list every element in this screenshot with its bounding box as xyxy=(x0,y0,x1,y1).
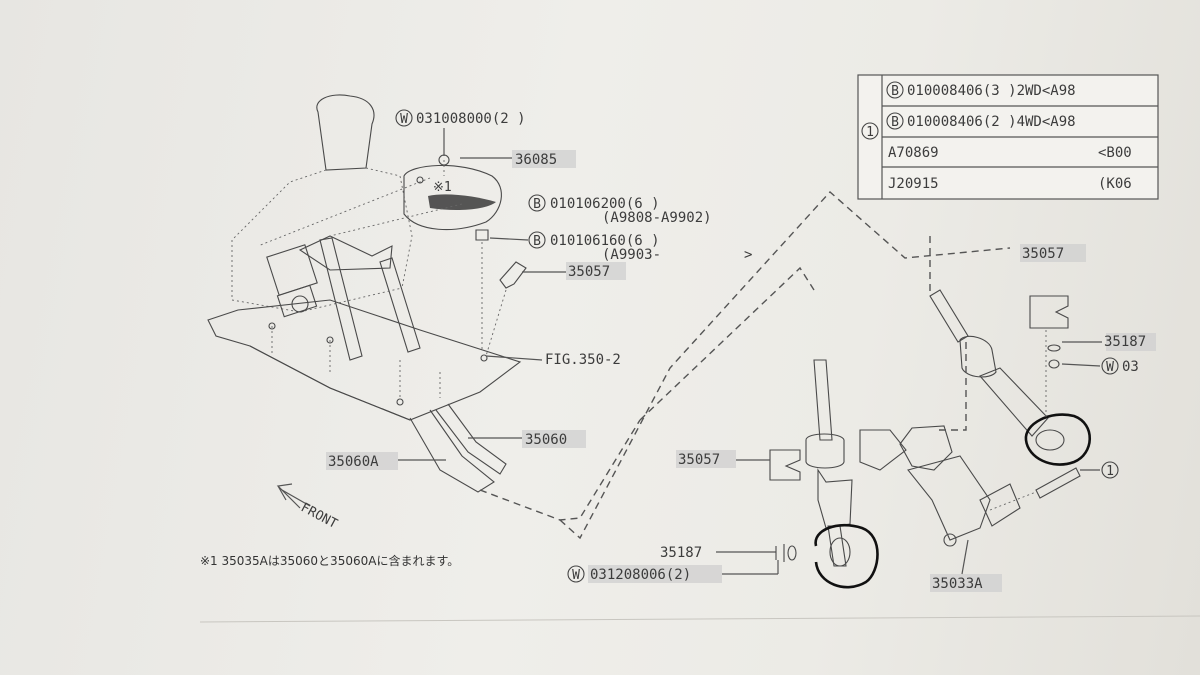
cable-end-right xyxy=(929,236,1091,466)
bolt-1-label: 010106200(6 ) xyxy=(550,196,660,212)
cable-end-middle: 1 xyxy=(769,359,1119,589)
washer-low-label: 031208006(2) xyxy=(590,567,691,583)
front-arrow: FRONT xyxy=(276,483,340,532)
front-label: FRONT xyxy=(298,500,340,532)
asterisk-note-mark: ※1 xyxy=(433,180,452,195)
labels-right: 35057 35187 W 03 35057 35187 W 031208006… xyxy=(567,244,1156,592)
part-35057-right-label: 35057 xyxy=(1022,246,1064,262)
part-35033a-label: 35033A xyxy=(932,576,983,592)
table-row-4: J20915 xyxy=(888,176,939,192)
table-row-4-range: (K06 xyxy=(1098,176,1132,192)
washer-low-mark: W xyxy=(572,568,580,583)
part-35060-label: 35060 xyxy=(525,432,567,448)
shifter-assembly: ※1 xyxy=(207,94,641,521)
part-35187-right-label: 35187 xyxy=(1104,334,1146,350)
part-35060a-label: 35060A xyxy=(328,454,379,470)
index-mark-right: 1 xyxy=(1106,464,1114,479)
parts-table: 1 B 010008406(3 )2WD<A98 B 010008406(2 )… xyxy=(857,74,1159,200)
table-row-2: 010008406(2 )4WD<A98 xyxy=(907,114,1076,130)
table-row-3-range: <B00 xyxy=(1098,145,1132,161)
table-row-1: 010008406(3 )2WD<A98 xyxy=(907,83,1076,99)
table-row-3: A70869 xyxy=(888,145,939,161)
table-index-mark: 1 xyxy=(866,125,874,140)
table-row-1-mark: B xyxy=(891,84,899,99)
bolt-1-range: (A9808-A9902) xyxy=(602,210,712,226)
washer-top-mark: W xyxy=(400,112,408,127)
bolt-2-label: 010106160(6 ) xyxy=(550,233,660,249)
table-row-2-mark: B xyxy=(891,115,899,130)
washer-top-label: 031008000(2 ) xyxy=(416,111,526,127)
bolt-2-range-tail: > xyxy=(744,247,752,263)
part-35057-top-label: 35057 xyxy=(568,264,610,280)
part-35057-mid-label: 35057 xyxy=(678,452,720,468)
washer-right-mark: W xyxy=(1106,360,1114,375)
bolt-2-mark: B xyxy=(533,234,541,249)
washer-right-label: 03 xyxy=(1122,359,1139,375)
labels-left: W 031008000(2 ) 36085 B 010106200(6 ) (A… xyxy=(326,109,752,470)
bolt-2-range: (A9903- xyxy=(602,247,661,263)
cable-routing-dashed xyxy=(559,191,1011,540)
bolt-1-mark: B xyxy=(533,197,541,212)
fig-reference-label: FIG.350-2 xyxy=(545,352,621,368)
part-35187-low-label: 35187 xyxy=(660,545,702,561)
footnote: ※1 35035Aは35060と35060Aに含まれます。 xyxy=(200,553,459,568)
part-36085-label: 36085 xyxy=(515,152,557,168)
